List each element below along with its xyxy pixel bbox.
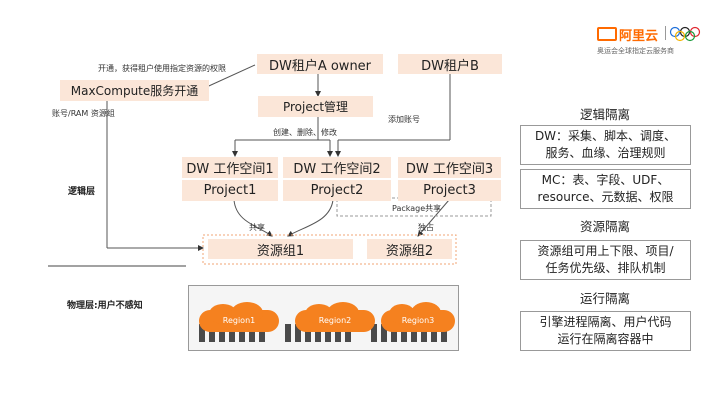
region-2-label: Region2 xyxy=(318,315,352,325)
resource-group-1-box: 资源组1 xyxy=(208,239,353,259)
mc-line-1: MC：表、字段、UDF、 xyxy=(541,173,670,187)
tenant-b-box: DW租户B xyxy=(398,54,502,74)
project-mgmt-box: Project管理 xyxy=(258,96,373,117)
project-3-box: Project3 xyxy=(398,180,501,201)
region-3-label: Region3 xyxy=(401,315,435,325)
runtime-isolation-heading: 运行隔离 xyxy=(579,291,630,306)
brand-name: 阿里云 xyxy=(619,29,659,44)
olympic-rings-icon xyxy=(669,26,701,42)
exclusive-label: 独占 xyxy=(418,223,434,232)
project-1-box: Project1 xyxy=(182,180,278,201)
workspace-1-box: DW 工作空间1 xyxy=(182,157,278,178)
workspace-2-box: DW 工作空间2 xyxy=(283,157,391,178)
brand-tagline: 奥运会全球指定云服务商 xyxy=(597,47,674,55)
resource-isolation-box: 资源组可用上下限、项目/ 任务优先级、排队机制 xyxy=(520,240,691,280)
runtime-line-1: 引擎进程隔离、用户代码 xyxy=(539,315,672,329)
runtime-line-2: 运行在隔离容器中 xyxy=(557,332,654,346)
logical-isolation-heading: 逻辑隔离 xyxy=(579,107,630,122)
resource-isolation-heading: 资源隔离 xyxy=(579,219,630,234)
maxcompute-box: MaxCompute服务开通 xyxy=(60,80,209,101)
region-2-cloud-icon: Region2 xyxy=(295,302,375,332)
crud-note: 创建、删除、修改 xyxy=(273,128,337,137)
logical-isolation-mc-box: MC：表、字段、UDF、 resource、元数据、权限 xyxy=(520,169,691,209)
project-2-box: Project2 xyxy=(283,180,391,201)
region-3-cloud-icon: Region3 xyxy=(381,302,455,332)
dw-line-2: 服务、血缘、治理规则 xyxy=(545,146,666,160)
resource-line-2: 任务优先级、排队机制 xyxy=(545,261,666,275)
resource-group-2-box: 资源组2 xyxy=(367,239,452,259)
mc-line-2: resource、元数据、权限 xyxy=(537,190,674,204)
open-note: 开通，获得租户使用指定资源的权限 xyxy=(98,64,226,73)
dw-line-1: DW：采集、脚本、调度、 xyxy=(534,129,677,143)
server-racks xyxy=(199,324,447,342)
runtime-isolation-box: 引擎进程隔离、用户代码 运行在隔离容器中 xyxy=(520,311,691,351)
logical-layer-label: 逻辑层 xyxy=(68,187,96,197)
package-share-label: Package共享 xyxy=(392,204,442,213)
logo: 阿里云 奥运会全球指定云服务商 xyxy=(597,26,709,58)
shared-label: 共享 xyxy=(249,223,265,232)
physical-layer-label: 物理层:用户不感知 xyxy=(67,301,143,311)
tenant-a-box: DW租户A owner xyxy=(257,54,383,74)
region-1-label: Region1 xyxy=(222,315,256,325)
resource-line-1: 资源组可用上下限、项目/ xyxy=(537,244,674,258)
separator xyxy=(665,26,666,40)
aliyun-logo-icon xyxy=(597,27,617,41)
logical-isolation-dw-box: DW：采集、脚本、调度、 服务、血缘、治理规则 xyxy=(520,125,691,165)
workspace-3-box: DW 工作空间3 xyxy=(398,157,501,178)
region-1-cloud-icon: Region1 xyxy=(199,302,279,332)
add-account-note: 添加账号 xyxy=(388,115,420,124)
account-note: 账号/RAM 资源组 xyxy=(52,109,115,118)
